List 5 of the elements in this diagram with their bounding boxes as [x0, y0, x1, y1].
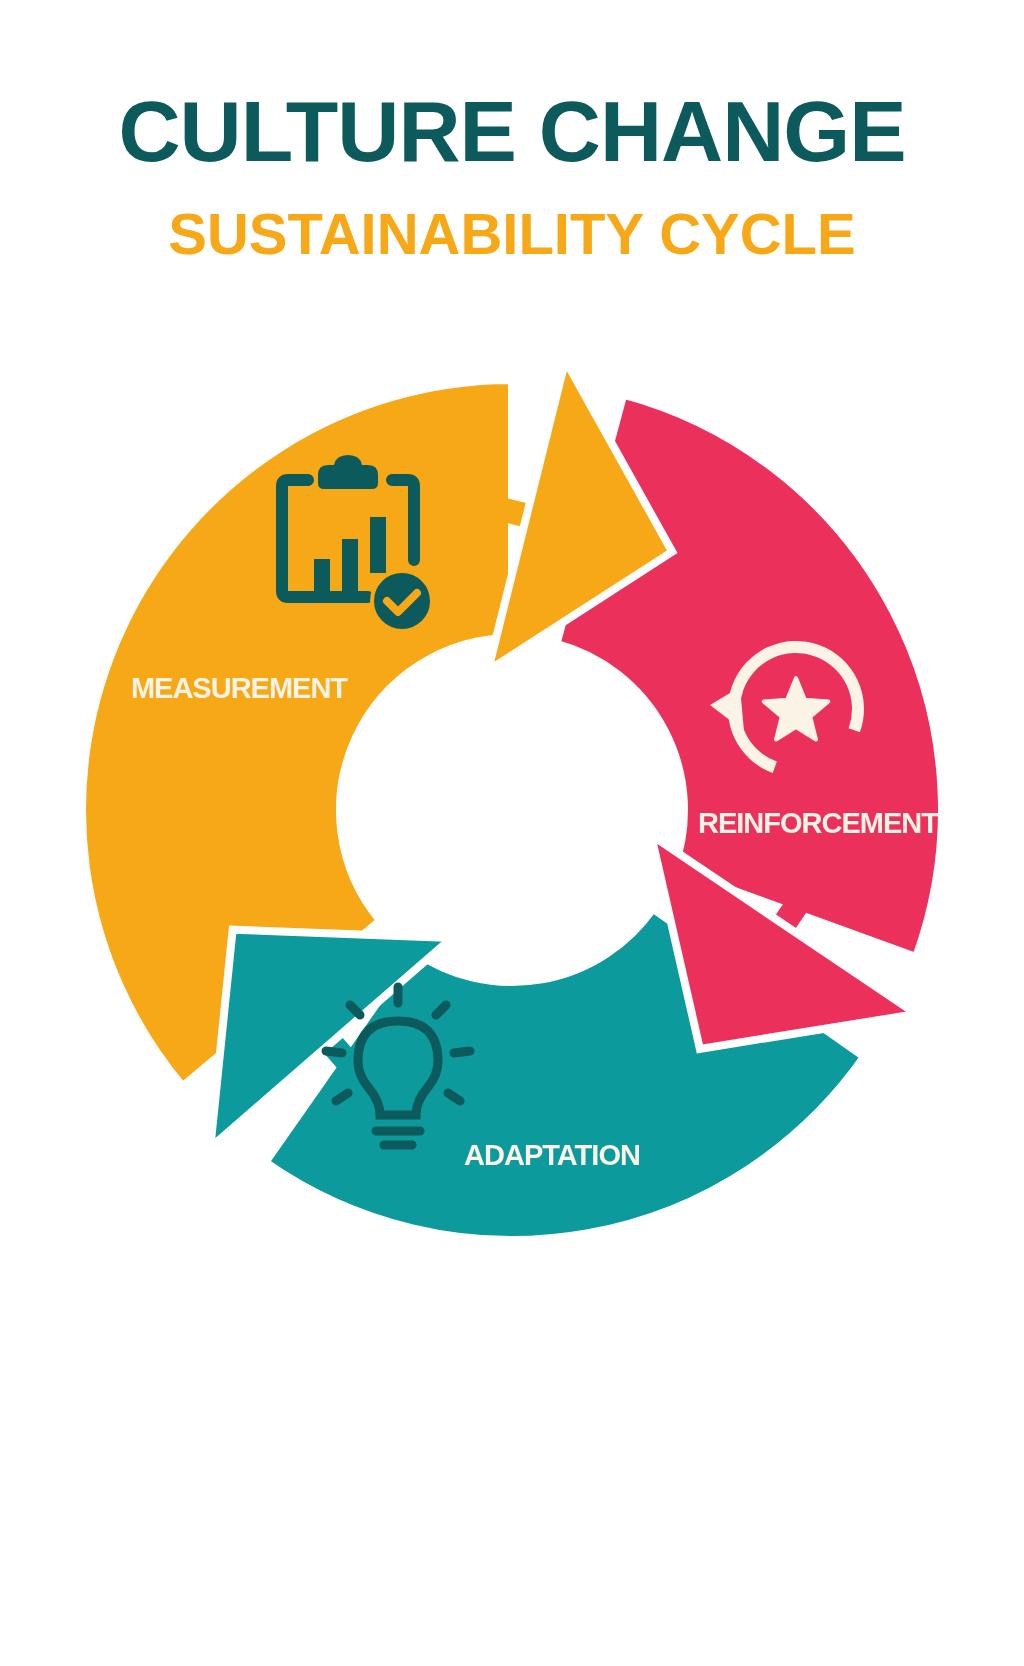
title: CULTURE CHANGE [117, 88, 907, 174]
subtitle: SUSTAINABILITY CYCLE [167, 205, 857, 263]
stage-label: MEASUREMENT [130, 674, 348, 703]
stage-label: ADAPTATION [464, 1141, 640, 1170]
stage-label: REINFORCEMENT [698, 809, 938, 838]
